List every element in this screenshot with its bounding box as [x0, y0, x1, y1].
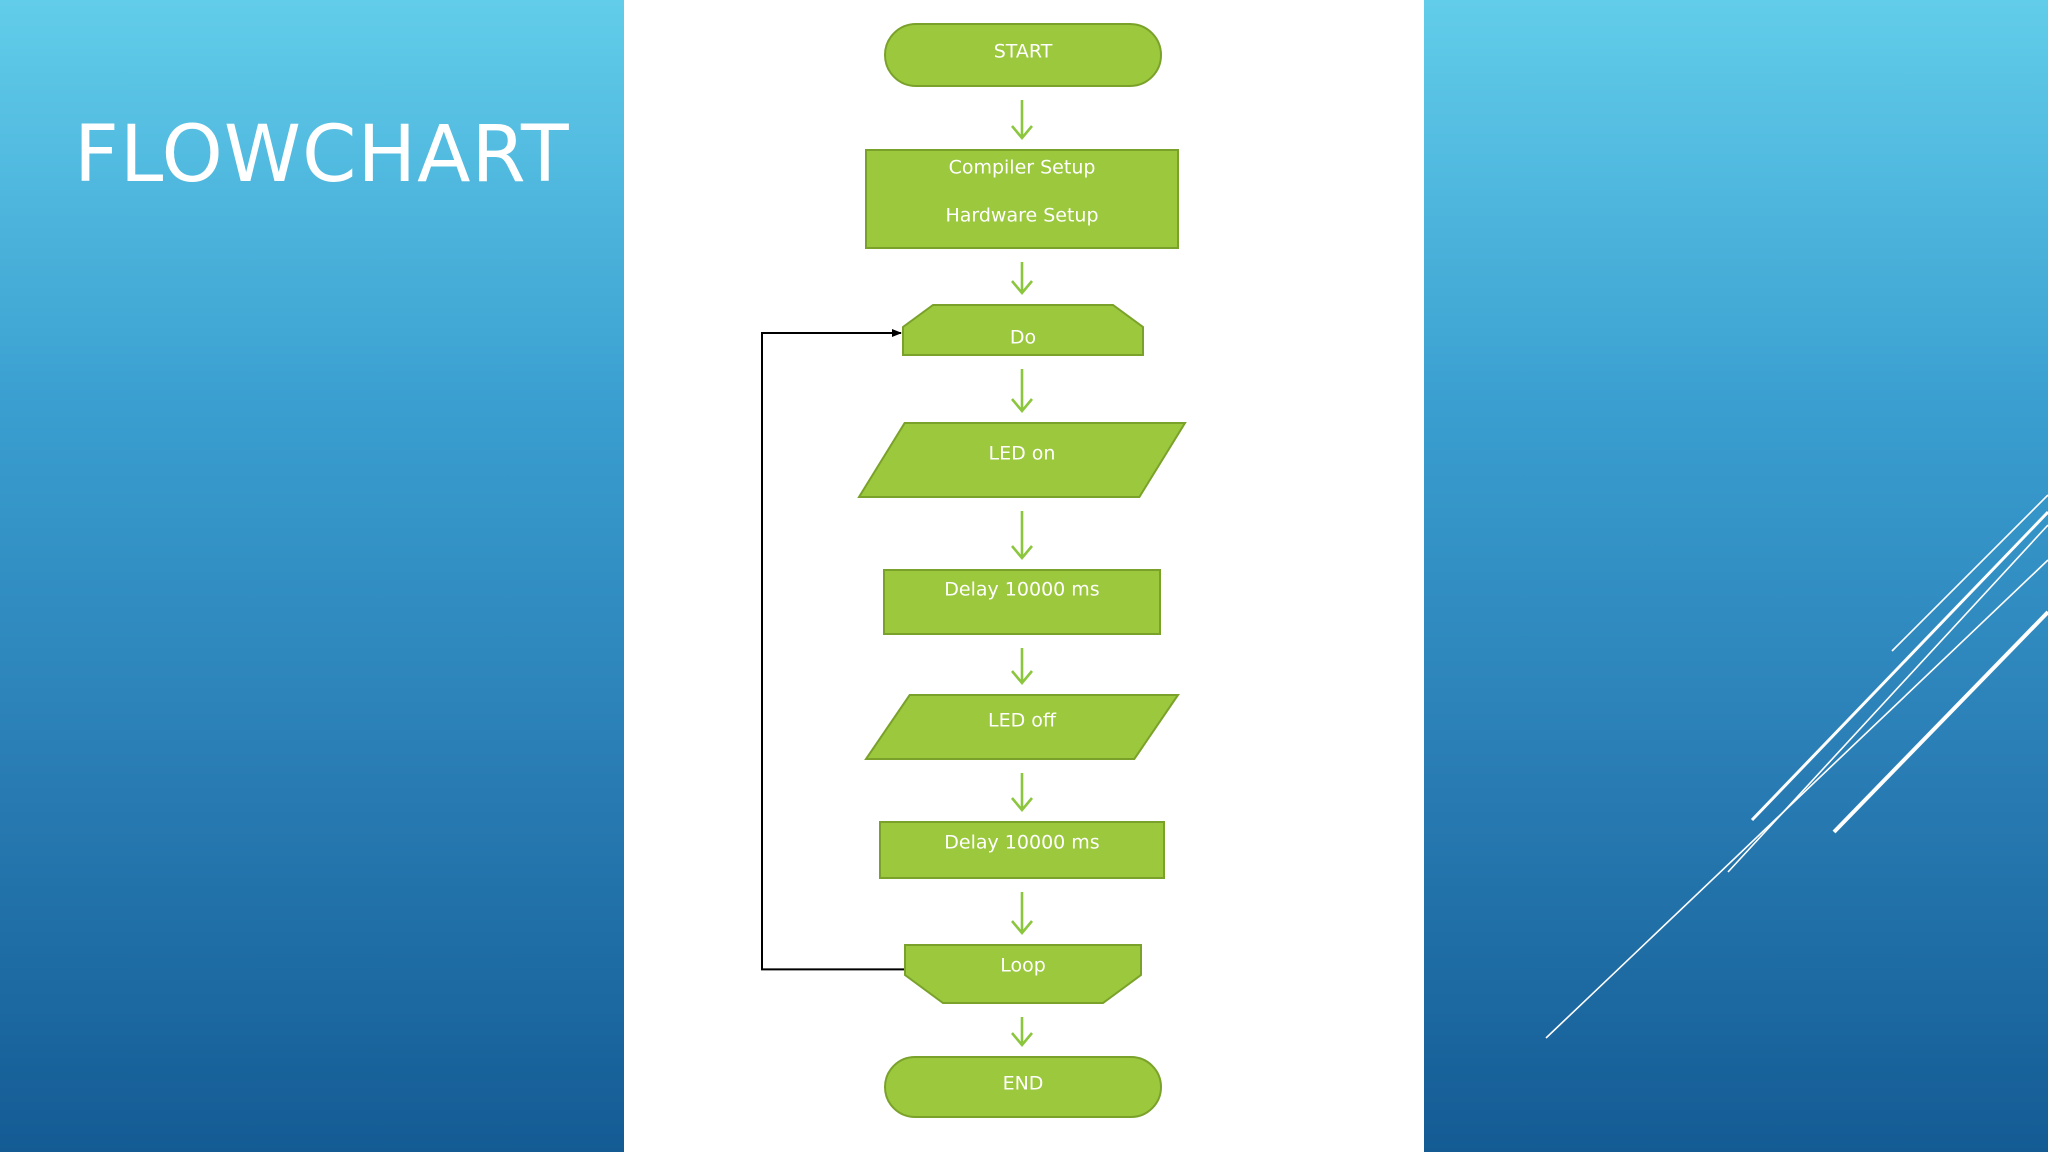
- flow-node-shape: [857, 422, 1187, 498]
- flow-node-led-off: LED off: [864, 694, 1180, 760]
- flow-edge-arrowhead: [1011, 797, 1033, 813]
- flow-node-shape: [865, 149, 1179, 249]
- flow-node-do: Do: [902, 304, 1144, 356]
- flow-edge-arrowhead: [1011, 1032, 1033, 1048]
- flow-node-shape: [884, 23, 1162, 87]
- flow-edge-arrowhead: [1011, 125, 1033, 141]
- flow-node-label: START: [994, 41, 1053, 63]
- flow-edge-arrowhead: [1011, 280, 1033, 296]
- flow-edge: [1011, 511, 1033, 561]
- flow-node-start: START: [884, 23, 1162, 87]
- flow-node-shape: [904, 944, 1142, 1004]
- flow-edge-arrowhead: [1011, 920, 1033, 936]
- flow-edge-arrowhead: [1011, 545, 1033, 561]
- flow-node-label: Delay 10000 ms: [944, 579, 1099, 601]
- flow-edge: [1011, 369, 1033, 414]
- flow-node-shape: [864, 694, 1180, 760]
- flow-node-label: LED off: [988, 710, 1057, 732]
- flow-node-shape: [884, 1056, 1162, 1118]
- flow-edge: [1011, 892, 1033, 936]
- flow-edge: [1011, 1017, 1033, 1048]
- flow-node-delay-2: Delay 10000 ms: [879, 821, 1165, 879]
- flow-node-shape: [902, 304, 1144, 356]
- flow-edge: [1011, 648, 1033, 686]
- flow-edge: [1011, 100, 1033, 141]
- flow-node-delay-1: Delay 10000 ms: [883, 569, 1161, 635]
- flow-node-shape: [883, 569, 1161, 635]
- flow-edge-arrowhead: [1011, 398, 1033, 414]
- flow-node-end: END: [884, 1056, 1162, 1118]
- flow-edge: [1011, 773, 1033, 813]
- flow-node-shape: [879, 821, 1165, 879]
- flow-node-label: Hardware Setup: [945, 205, 1098, 227]
- flow-node-label: END: [1003, 1073, 1044, 1095]
- slide-title: FLOWCHART: [74, 110, 570, 200]
- flow-edge: [1011, 262, 1033, 296]
- flow-node-label: Compiler Setup: [949, 157, 1096, 179]
- flow-node-label: Loop: [1000, 955, 1046, 977]
- flow-node-label: Do: [1010, 327, 1036, 349]
- flow-node-label: LED on: [989, 443, 1056, 465]
- flow-node-loop: Loop: [904, 944, 1142, 1004]
- flow-edge-feedback: [761, 329, 907, 971]
- flow-node-label: Delay 10000 ms: [944, 832, 1099, 854]
- flow-edge-arrowhead: [1011, 670, 1033, 686]
- flow-node-led-on: LED on: [857, 422, 1187, 498]
